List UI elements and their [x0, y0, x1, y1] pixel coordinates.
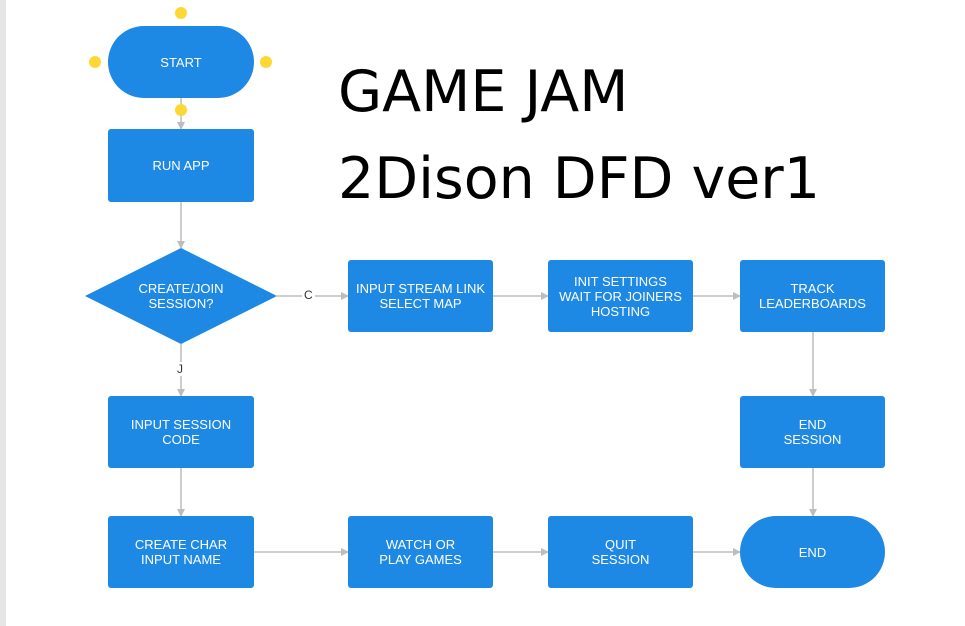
track-leaderboards-node[interactable]: TRACK LEADERBOARDS — [740, 260, 885, 332]
decision-diamond-shape[interactable] — [85, 248, 277, 344]
start-node[interactable]: START — [108, 26, 254, 98]
decision-label: CREATE/JOIN SESSION? — [138, 281, 224, 311]
init-settings-node[interactable]: INIT SETTINGS WAIT FOR JOINERS HOSTING — [548, 260, 693, 332]
canvas-left-border — [0, 0, 6, 626]
selection-handle-left[interactable] — [89, 56, 101, 68]
run-app-node[interactable]: RUN APP — [108, 129, 254, 202]
input-session-code-node[interactable]: INPUT SESSION CODE — [108, 396, 254, 468]
title-line-1: GAME JAM — [338, 59, 629, 125]
watch-play-node[interactable]: WATCH OR PLAY GAMES — [348, 516, 493, 588]
title-line-2: 2Dison DFD ver1 — [338, 146, 820, 212]
edge-label-create: C — [302, 288, 315, 302]
end-session-node[interactable]: END SESSION — [740, 396, 885, 468]
quit-session-node[interactable]: QUIT SESSION — [548, 516, 693, 588]
selection-handle-top[interactable] — [175, 7, 187, 19]
input-stream-node[interactable]: INPUT STREAM LINK SELECT MAP — [348, 260, 493, 332]
selection-handle-bottom[interactable] — [175, 104, 187, 116]
end-node[interactable]: END — [740, 516, 885, 588]
edge-label-join: J — [175, 362, 185, 376]
create-char-node[interactable]: CREATE CHAR INPUT NAME — [108, 516, 254, 588]
selection-handle-right[interactable] — [260, 56, 272, 68]
